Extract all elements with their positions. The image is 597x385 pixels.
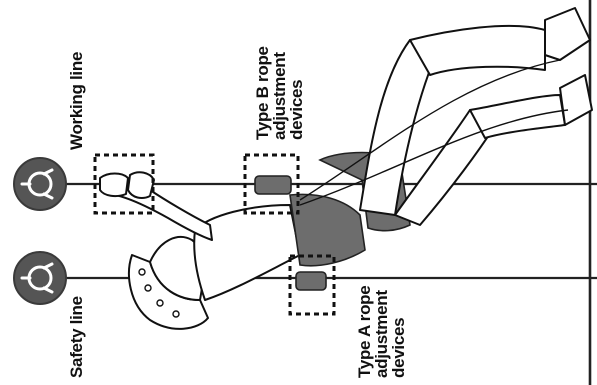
climber-figure [100,8,592,329]
lower-leg [410,26,545,75]
type-a-device [296,272,326,290]
hand [100,174,128,197]
type-b-label: Type B rope adjustment devices [253,46,306,140]
lower-leg-2 [470,95,565,138]
type-a-label-line-3: devices [389,318,408,378]
type-a-label: Type A rope adjustment devices [355,286,408,378]
working-line-anchor-icon [14,158,66,210]
foot-2 [560,75,592,125]
safety-line-anchor-icon [14,252,66,304]
torso [194,205,300,300]
type-b-device [255,176,291,194]
working-line-label: Working line [67,52,86,150]
foot [545,8,590,60]
type-b-label-line-3: devices [287,80,306,140]
safety-line-label: Safety line [67,296,86,378]
